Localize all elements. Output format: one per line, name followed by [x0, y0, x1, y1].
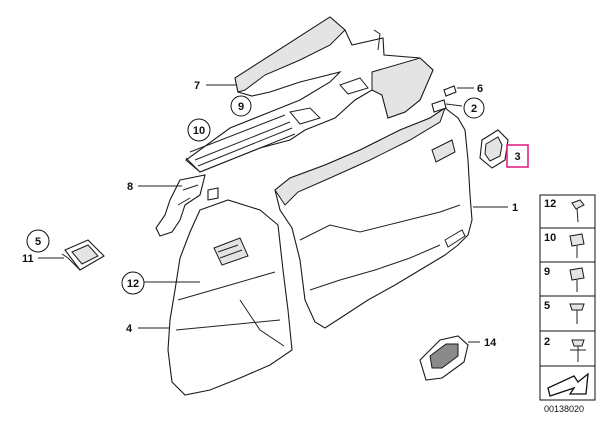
lower-side-panel-part — [167, 199, 293, 396]
svg-text:10: 10 — [544, 232, 556, 244]
callout-4: 4 — [126, 323, 133, 335]
svg-text:12: 12 — [544, 198, 556, 210]
legend-item-12: 12 — [544, 198, 585, 223]
callout-3-highlighted: 3 — [506, 144, 529, 168]
fastener-legend: 12 10 9 5 2 — [539, 194, 596, 401]
svg-text:14: 14 — [484, 337, 497, 349]
callout-12: 12 — [121, 271, 145, 295]
callout-2: 2 — [463, 97, 485, 119]
svg-text:2: 2 — [544, 336, 550, 348]
callout-6: 6 — [477, 83, 483, 95]
callout-10: 10 — [187, 118, 211, 142]
small-clip-part-6 — [443, 85, 457, 97]
arrow-icon — [547, 372, 589, 397]
svg-text:2: 2 — [471, 103, 477, 115]
upper-rail-part — [185, 16, 434, 173]
bracket-rail-part — [155, 174, 219, 237]
callout-7: 7 — [194, 80, 200, 92]
legend-item-10: 10 — [544, 232, 585, 258]
callout-14: 14 — [484, 337, 497, 349]
svg-text:6: 6 — [477, 83, 483, 95]
diagram-id: 00138020 — [544, 404, 584, 414]
svg-text:5: 5 — [35, 236, 41, 248]
svg-text:12: 12 — [127, 278, 139, 290]
svg-text:11: 11 — [22, 253, 34, 265]
svg-text:4: 4 — [126, 323, 133, 335]
handle-part-3 — [479, 129, 509, 169]
svg-text:7: 7 — [194, 80, 200, 92]
callout-11: 11 — [22, 253, 34, 265]
svg-text:3: 3 — [514, 151, 520, 163]
legend-item-9: 9 — [544, 266, 585, 292]
svg-text:9: 9 — [544, 266, 550, 278]
callout-8: 8 — [127, 181, 133, 193]
legend-item-5: 5 — [544, 300, 585, 324]
legend-item-2: 2 — [544, 336, 586, 362]
cover-part-14 — [419, 335, 469, 381]
callout-5: 5 — [26, 229, 50, 253]
svg-text:9: 9 — [238, 101, 244, 113]
svg-text:8: 8 — [127, 181, 133, 193]
callout-1: 1 — [512, 202, 518, 214]
callout-9: 9 — [230, 95, 252, 117]
clip-part-5-11 — [61, 239, 105, 271]
svg-text:5: 5 — [544, 300, 550, 312]
svg-text:10: 10 — [193, 125, 205, 137]
leader-lines — [38, 84, 508, 343]
side-trim-panel-part — [274, 106, 473, 329]
clip-part-2 — [431, 99, 447, 113]
svg-text:1: 1 — [512, 202, 518, 214]
